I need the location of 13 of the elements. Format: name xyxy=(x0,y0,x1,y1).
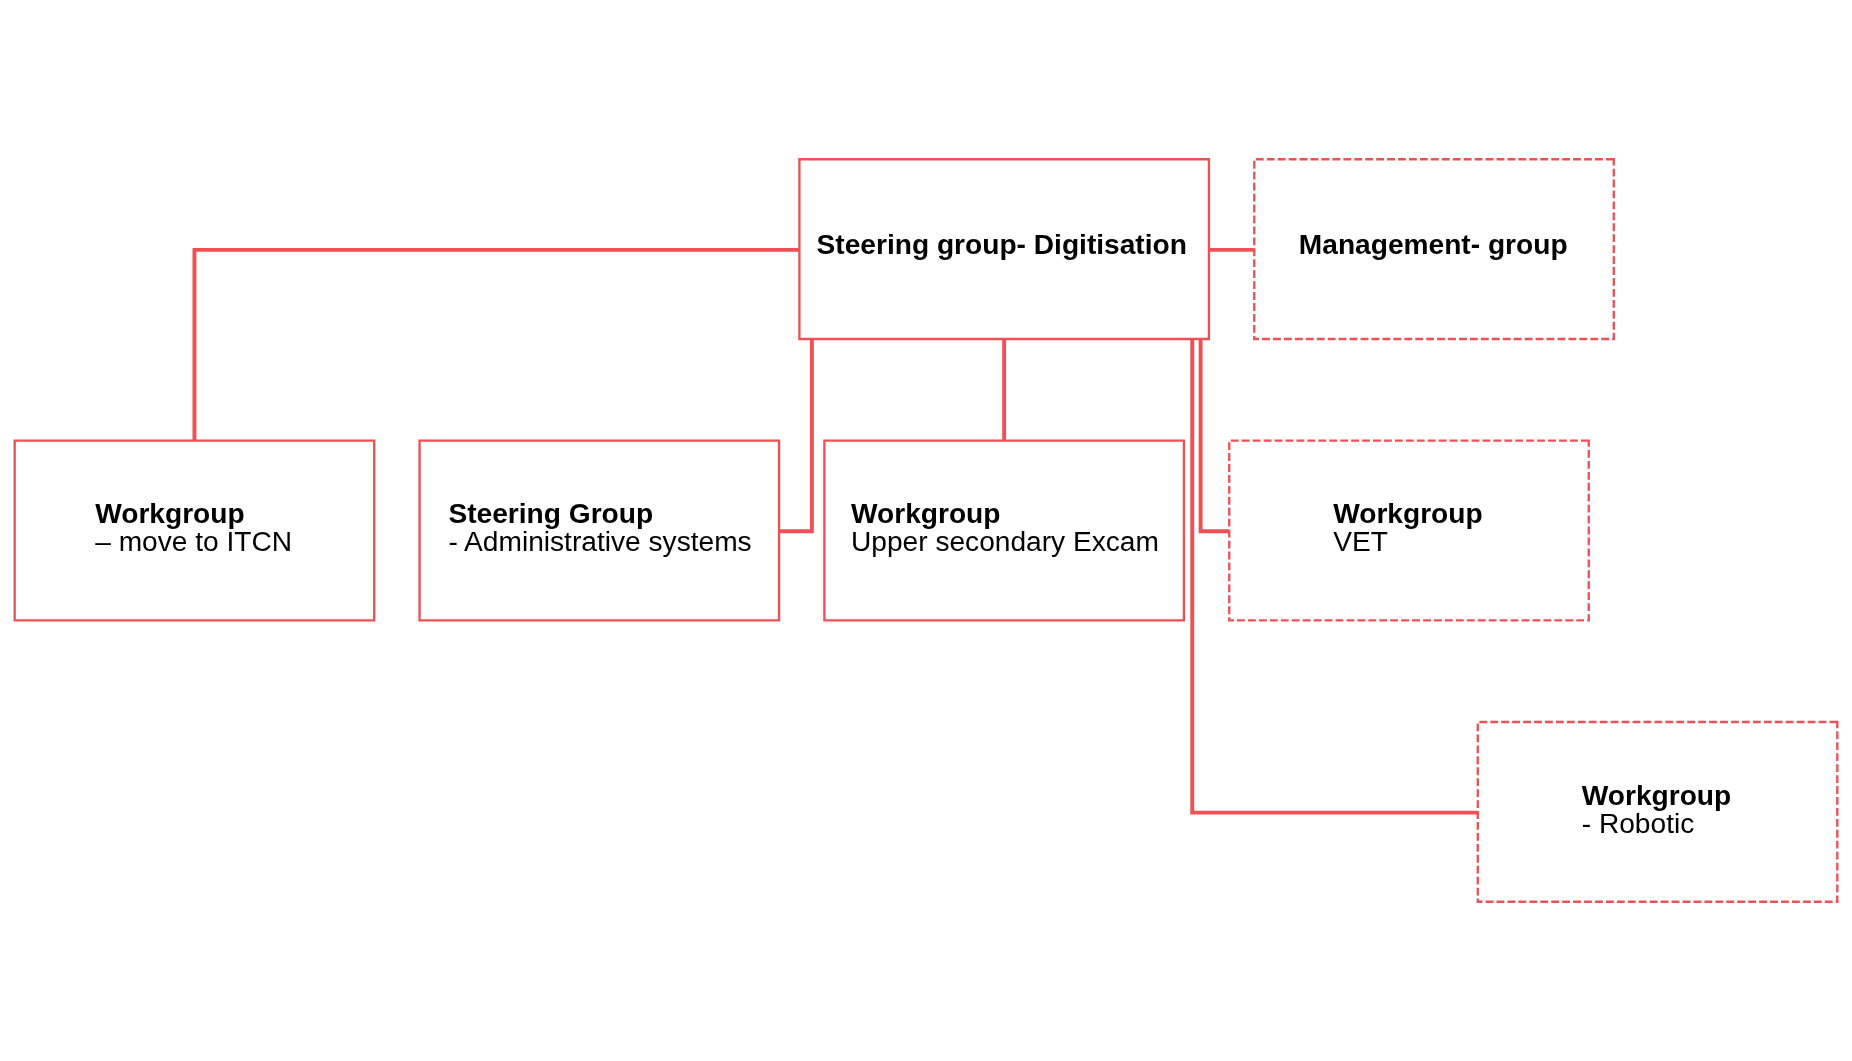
connector xyxy=(779,339,814,534)
node-box: Workgroup VET xyxy=(1228,439,1590,622)
connector xyxy=(1198,339,1230,534)
node-box: Steering group- Digitisation xyxy=(798,158,1211,341)
node-box: Steering Group - Administrative systems xyxy=(418,439,781,622)
node-box: Workgroup – move to ITCN xyxy=(13,439,376,622)
connector xyxy=(1002,339,1007,441)
node-box: Management- group xyxy=(1253,158,1615,341)
node-box: Workgroup - Robotic xyxy=(1476,720,1839,903)
node-box: Workgroup Upper secondary Excam xyxy=(823,439,1186,622)
connector xyxy=(1190,339,1478,815)
connector xyxy=(192,247,800,441)
connector xyxy=(1209,247,1254,252)
